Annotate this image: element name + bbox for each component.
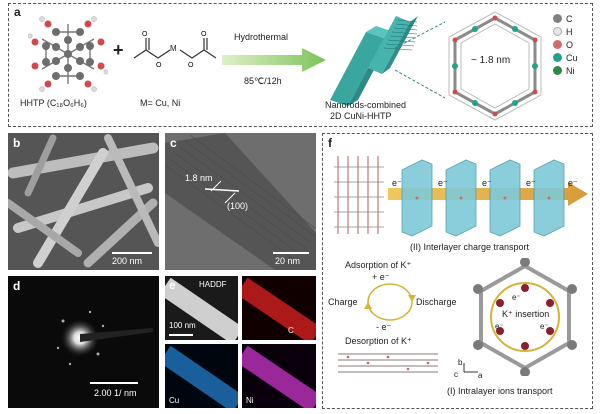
- stacked-layers-side-view: [334, 156, 384, 234]
- copper-rod: [165, 345, 238, 408]
- panel-f-letter: f: [328, 136, 332, 150]
- legend-label-o: O: [566, 39, 574, 50]
- pore-size-label: ~ 1.8 nm: [471, 55, 511, 66]
- desorption-label: Desorption of K⁺: [345, 336, 412, 346]
- legend-label-cu: Cu: [566, 52, 578, 63]
- carbon-map-label: C: [288, 326, 294, 335]
- panel-a-frame: [8, 3, 593, 127]
- saed-scale-label: 2.00 1/ nm: [94, 388, 137, 398]
- metal-acetate-structure: O O O O: [133, 31, 217, 69]
- nickel-map-label: Ni: [246, 396, 254, 405]
- copper-map-label: Cu: [169, 396, 180, 405]
- svg-text:O: O: [201, 31, 207, 38]
- interlayer-caption: (II) Interlayer charge transport: [410, 242, 530, 252]
- hydrothermal-label: Hydrothermal: [234, 32, 289, 42]
- pore-electron-label-2: e⁻: [495, 322, 504, 331]
- charge-label: Charge: [328, 297, 358, 307]
- tem-scale-bar: [273, 252, 309, 254]
- interlayer-transport-diagram: [388, 159, 588, 237]
- panel-f-frame: [322, 133, 593, 409]
- haddf-rod: [165, 277, 238, 340]
- metal-symbol: M: [170, 44, 177, 53]
- eds-scale-bar: [169, 334, 193, 336]
- electron-label-4: e⁻: [526, 178, 536, 188]
- legend-item-ni: Ni: [553, 64, 591, 77]
- legend-label-h: H: [566, 26, 573, 37]
- electron-label-5: e⁻: [568, 178, 578, 188]
- panel-b-letter: b: [13, 136, 21, 150]
- saed-pattern: d 2.00 1/ nm: [8, 276, 159, 408]
- product-label-line2: 2D CuNi-HHTP: [330, 111, 392, 121]
- oxygen-atom-swatch: [553, 40, 562, 49]
- saed-scale-bar: [90, 382, 138, 384]
- hhtp-molecule: [28, 16, 108, 92]
- axis-a-label: a: [478, 371, 483, 380]
- tem-lattice: [165, 133, 316, 270]
- electron-label-1: e⁻: [392, 178, 402, 188]
- minus-electron-label: - e⁻: [376, 322, 392, 332]
- carbon-atom-swatch: [553, 14, 562, 23]
- legend-item-cu: Cu: [553, 51, 591, 64]
- adsorption-label: Adsorption of K⁺: [345, 260, 412, 270]
- pore-electron-label-3: e⁻: [540, 322, 549, 331]
- axis-indicator: [463, 363, 478, 373]
- k-insertion-label: K⁺ insertion: [502, 309, 550, 319]
- charge-cycle-arrows: [364, 283, 416, 321]
- plus-electron-label: + e⁻: [372, 272, 390, 282]
- tem-scale-label: 20 nm: [275, 256, 301, 266]
- temperature-time-label: 85℃/12h: [244, 76, 282, 86]
- panel-c-letter: c: [170, 136, 177, 150]
- haddf-label: HADDF: [199, 280, 227, 289]
- plus-sign: +: [113, 40, 124, 60]
- panel-e-letter: e: [169, 278, 176, 292]
- hhtp-label: HHTP (C₁₈O₆H₆): [20, 98, 87, 108]
- eds-haddf-map: e HADDF 100 nm: [165, 276, 238, 340]
- hexagonal-pore-framework: [448, 11, 542, 121]
- svg-text:O: O: [188, 62, 194, 69]
- intralayer-caption: (I) Intralayer ions transport: [447, 386, 553, 396]
- svg-text:O: O: [142, 31, 148, 38]
- hydrogen-atom-swatch: [553, 27, 562, 36]
- element-legend: C H O Cu Ni: [553, 12, 591, 77]
- axis-b-label: b: [458, 358, 463, 367]
- eds-carbon-map: C: [242, 276, 316, 340]
- panel-a-letter: a: [14, 5, 21, 19]
- nickel-atom-swatch: [553, 66, 562, 75]
- copper-atom-swatch: [553, 53, 562, 62]
- panel-d-letter: d: [13, 279, 21, 293]
- legend-label-ni: Ni: [566, 65, 575, 76]
- eds-copper-map: Cu: [165, 344, 238, 408]
- product-label-line1: Nanorods-combined: [325, 100, 407, 110]
- svg-text:O: O: [156, 62, 162, 69]
- electron-label-2: e⁻: [438, 178, 448, 188]
- eds-nickel-map: Ni: [242, 344, 316, 408]
- legend-label-c: C: [566, 13, 573, 24]
- legend-item-o: O: [553, 38, 591, 51]
- sem-image: b 200 nm: [8, 133, 159, 270]
- hydrothermal-arrow: [222, 48, 326, 72]
- layered-structure-side-view: [338, 353, 438, 373]
- legend-item-c: C: [553, 12, 591, 25]
- nickel-rod: [242, 345, 316, 408]
- nanorods-illustration: [330, 16, 418, 106]
- carbon-rod: [242, 277, 316, 340]
- sem-nanorods: [8, 133, 159, 270]
- lattice-spacing-arrows: [204, 180, 240, 204]
- eds-scale-label: 100 nm: [169, 321, 196, 330]
- lattice-plane-label: (100): [227, 201, 249, 211]
- zoom-connector-lines: [395, 21, 445, 99]
- k-insertion-pore: [473, 258, 577, 376]
- axis-c-label: c: [454, 370, 458, 379]
- metal-definition: M= Cu, Ni: [140, 98, 181, 108]
- pore-electron-label-1: e⁻: [512, 293, 521, 302]
- electron-label-3: e⁻: [482, 178, 492, 188]
- sem-scale-label: 200 nm: [112, 256, 143, 266]
- diffraction-spots: [8, 276, 159, 408]
- discharge-label: Discharge: [416, 297, 457, 307]
- tem-image: c 1.8 nm (100) 20 nm: [165, 133, 316, 270]
- lattice-spacing-label: 1.8 nm: [185, 173, 213, 183]
- legend-item-h: H: [553, 25, 591, 38]
- sem-scale-bar: [112, 252, 152, 254]
